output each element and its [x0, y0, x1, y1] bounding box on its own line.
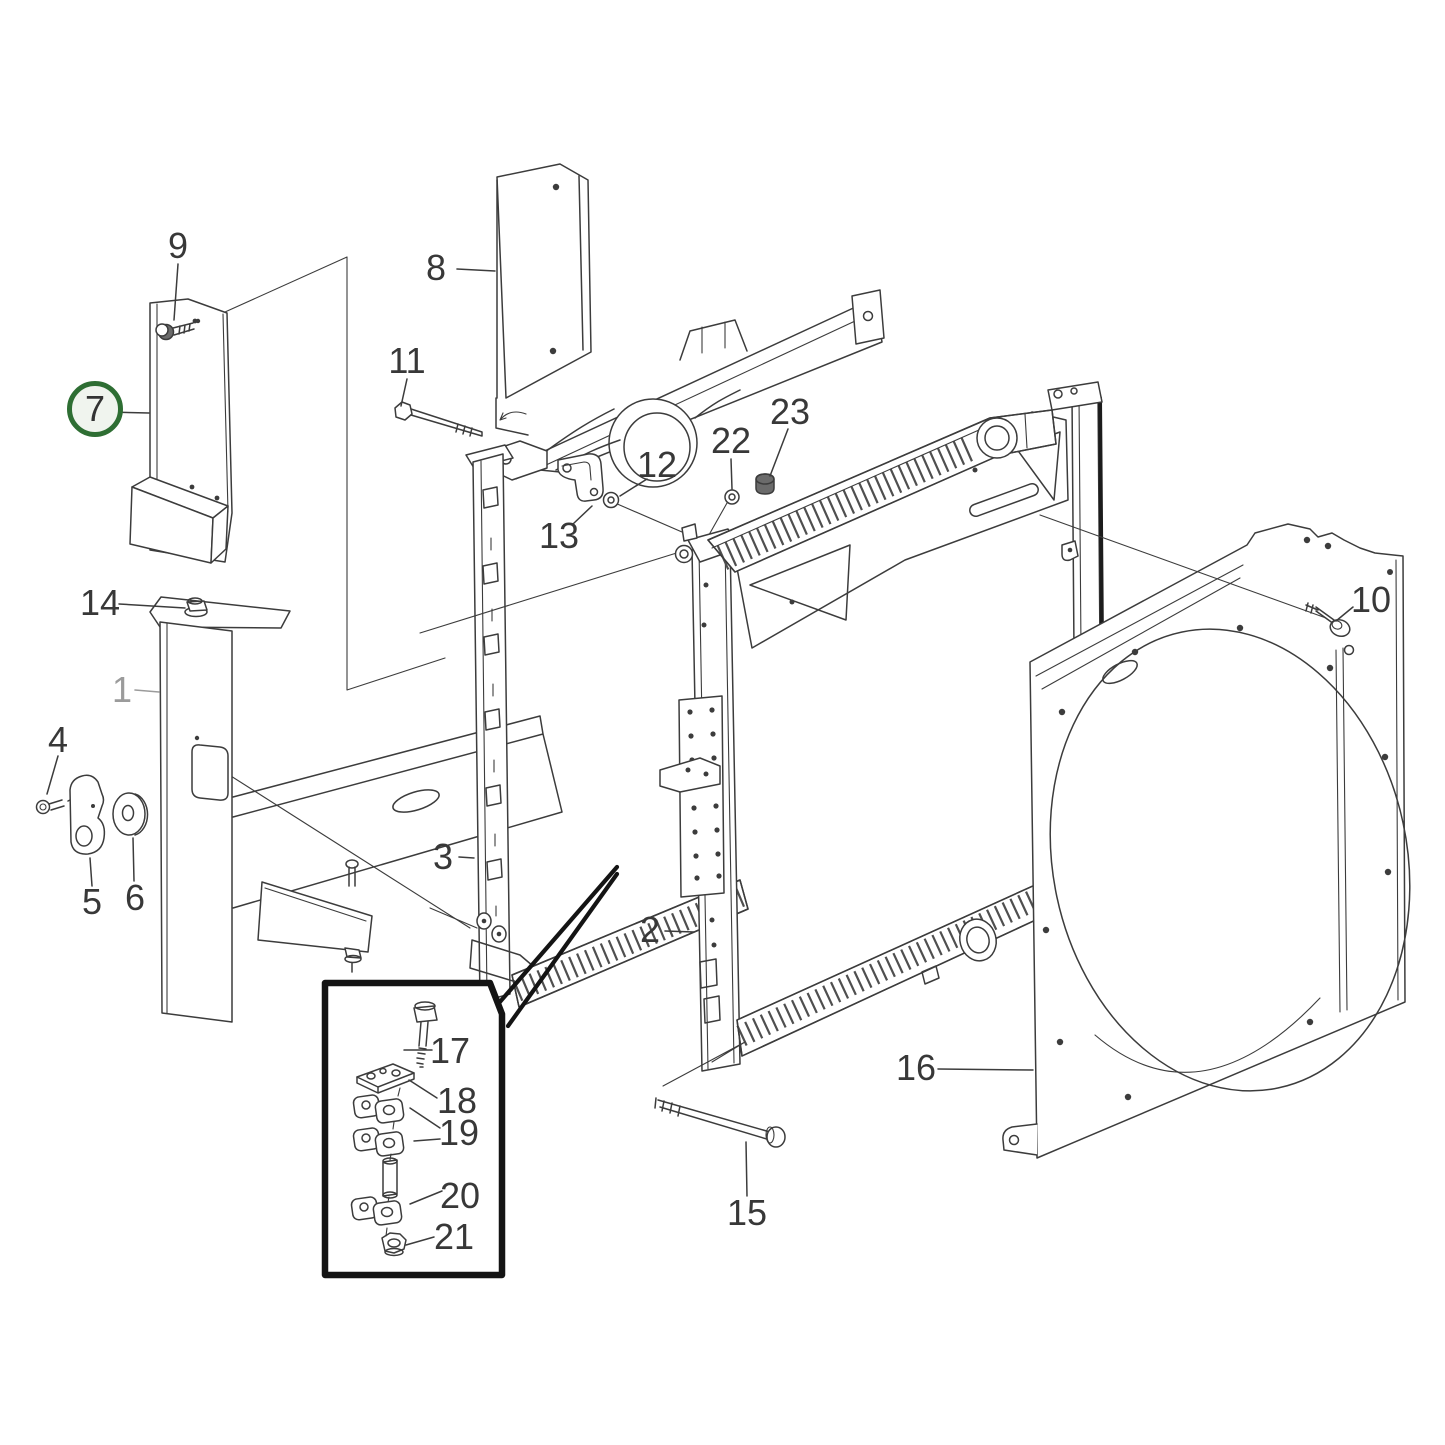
part10-bolt [1305, 602, 1355, 656]
part7-bumper-block [129, 476, 229, 564]
highlighted-callout-7-number: 7 [84, 388, 106, 429]
callout-2: 2 [639, 909, 661, 950]
part19-clamps [352, 1094, 405, 1157]
callout-18: 18 [436, 1080, 478, 1121]
callout-9: 9 [167, 225, 189, 266]
callout-14: 14 [79, 582, 121, 623]
callout-10: 10 [1350, 579, 1392, 620]
inset-detail-box [321, 864, 620, 1279]
part11-bolt [394, 401, 483, 437]
callout-19: 19 [438, 1112, 480, 1153]
part12-washer [602, 491, 620, 509]
callout-23: 23 [769, 391, 811, 432]
callout-17: 17 [429, 1030, 471, 1071]
callout-15: 15 [726, 1192, 768, 1233]
part4-bolt [35, 796, 77, 815]
callout-22: 22 [710, 420, 752, 461]
spacer-tube [382, 1157, 398, 1199]
callout-8: 8 [425, 247, 447, 288]
callout-4: 4 [47, 719, 69, 760]
part2-radiator-frame [659, 381, 1104, 1087]
part6-washer [112, 792, 149, 836]
part23-nut [755, 473, 775, 495]
callout-21: 21 [433, 1216, 475, 1257]
part18-plate [356, 1063, 415, 1094]
callout-20: 20 [439, 1175, 481, 1216]
callout-3: 3 [432, 836, 454, 877]
shroud-bolt-holes [1042, 536, 1393, 1101]
callout-13: 13 [538, 515, 580, 556]
part16-fan-shroud [1002, 514, 1411, 1159]
part9-bolt [155, 318, 201, 341]
part14-nut [184, 597, 208, 618]
part17-bolt [413, 1001, 438, 1068]
callout-5: 5 [81, 881, 103, 922]
part15-bolt [654, 1097, 786, 1148]
part21-nut [381, 1232, 407, 1257]
part5-rubber-pad [69, 774, 106, 855]
part22-washer [724, 489, 740, 505]
charge-air-lower-tank [511, 879, 749, 1008]
callout-11: 11 [388, 340, 426, 381]
callout-12: 12 [636, 444, 678, 485]
part1-support-bracket [149, 596, 563, 1023]
part13-bracket [557, 453, 604, 502]
leader-lines [46, 263, 1354, 1246]
part8-baffle-plate [495, 163, 592, 436]
part3-side-member [429, 444, 541, 1003]
callout-16: 16 [895, 1047, 937, 1088]
callout-6: 6 [124, 877, 146, 918]
highlighted-callout-7: 7 [67, 381, 123, 437]
callout-1: 1 [111, 669, 133, 710]
part20-clamp [350, 1196, 403, 1226]
background-panel-lines [189, 256, 471, 929]
